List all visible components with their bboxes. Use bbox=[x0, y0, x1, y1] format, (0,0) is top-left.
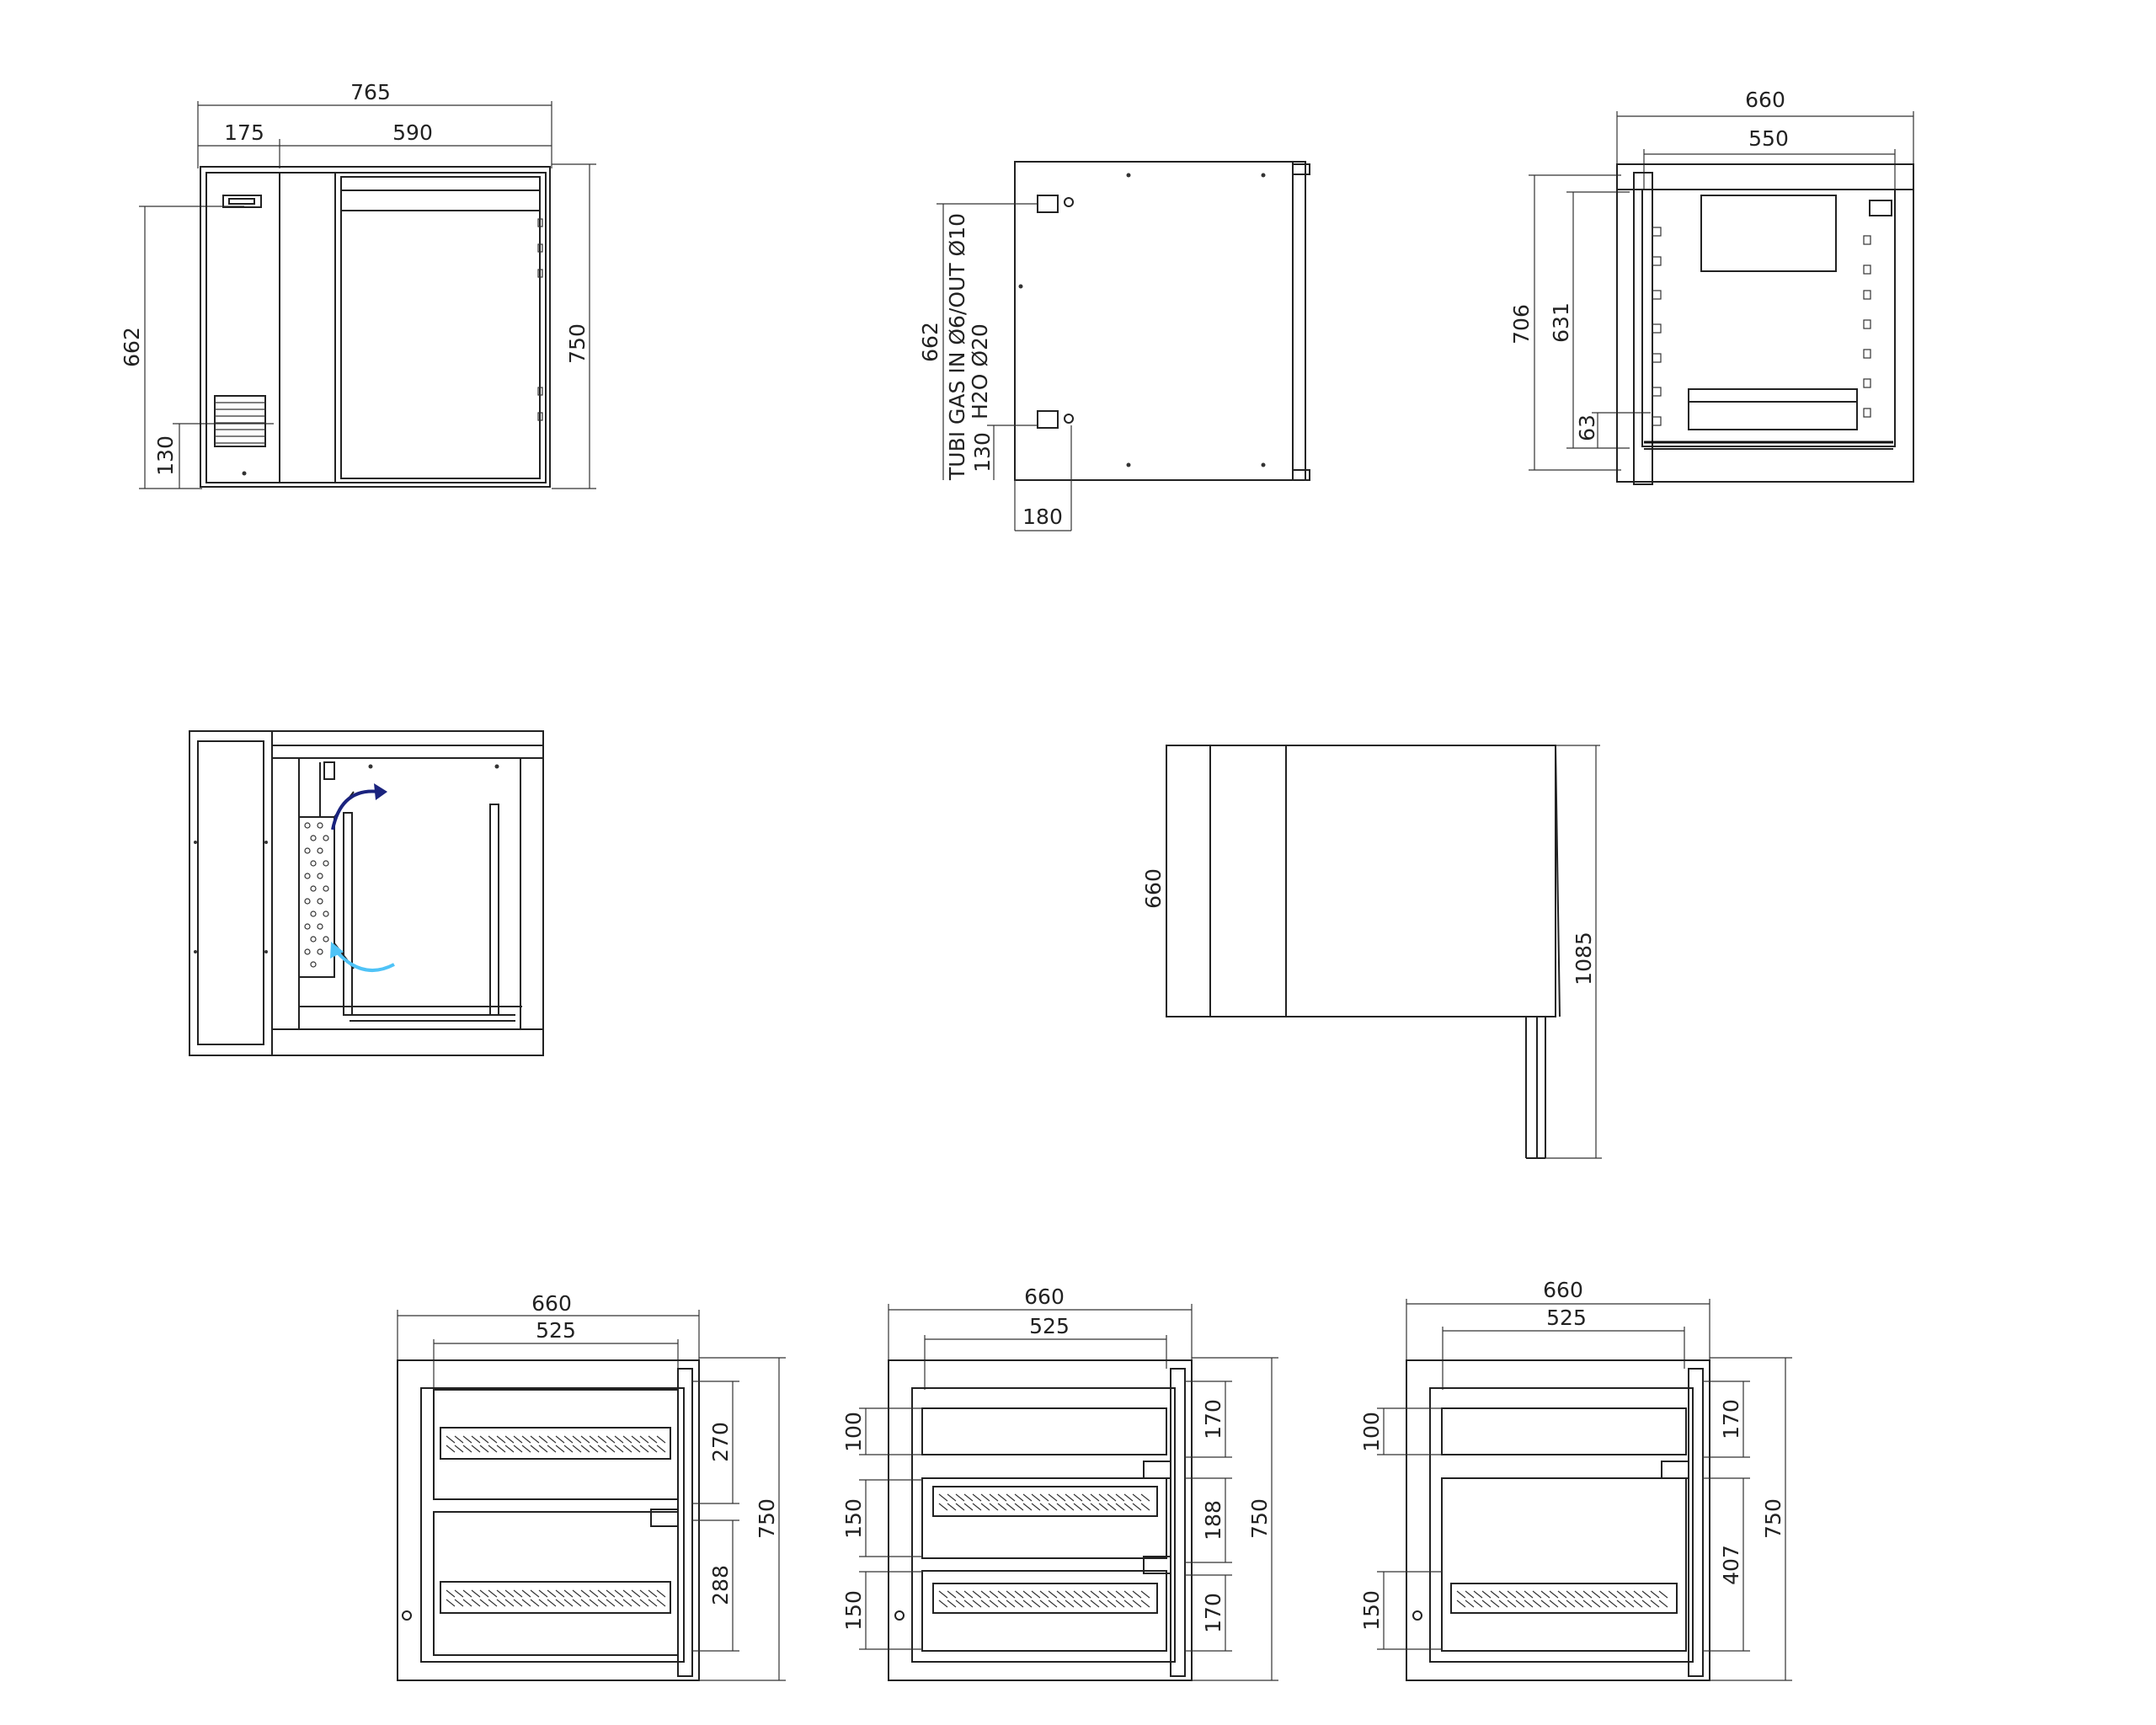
drawer-view-2: 660 525 100 150 150 bbox=[841, 1284, 1278, 1681]
dim-height-total: 750 bbox=[755, 1498, 779, 1539]
dim-pipe-offset: 180 bbox=[1022, 505, 1063, 529]
cool-air-arrow bbox=[334, 948, 395, 972]
dim-height-inner: 631 bbox=[1549, 302, 1573, 343]
dim-drawer-bottom: 288 bbox=[708, 1565, 733, 1605]
dim-width-inner: 525 bbox=[536, 1318, 576, 1343]
dim-height: 662 bbox=[918, 322, 942, 362]
pipe-label-water: H2O Ø20 bbox=[968, 323, 992, 419]
dim-height-grille: 130 bbox=[153, 435, 178, 476]
door-hinge-marks bbox=[537, 218, 543, 421]
section-view: 660 550 706 631 63 bbox=[1509, 88, 1914, 485]
dim-width-left: 175 bbox=[224, 120, 264, 145]
rail-slots-left bbox=[1652, 227, 1662, 426]
dim-depth-1: 100 bbox=[841, 1412, 866, 1452]
vent-slots bbox=[938, 1493, 1150, 1608]
drawer-view-1: 660 525 270 288 750 bbox=[397, 1291, 786, 1681]
dim-width-total: 660 bbox=[1543, 1278, 1583, 1302]
warm-air-arrow bbox=[331, 789, 380, 830]
dim-depth-top: 100 bbox=[1359, 1412, 1384, 1452]
cool-air-arrowhead bbox=[330, 942, 344, 959]
dim-width-inner: 550 bbox=[1748, 126, 1789, 151]
pipe-label-gas: TUBI GAS IN Ø6/OUT Ø10 bbox=[945, 213, 969, 481]
dim-height-total: 706 bbox=[1509, 304, 1534, 344]
warm-air-arrowhead bbox=[374, 783, 387, 800]
vent-slots bbox=[1456, 1590, 1668, 1608]
dim-height-total: 750 bbox=[1761, 1498, 1785, 1539]
side-view: 662 TUBI GAS IN Ø6/OUT Ø10 H2O Ø20 130 1… bbox=[918, 161, 1310, 531]
dim-pipe-height: 130 bbox=[970, 432, 995, 473]
dim-drawer-top: 270 bbox=[708, 1422, 733, 1462]
dim-width-inner: 525 bbox=[1029, 1314, 1070, 1338]
dim-height-inner: 662 bbox=[120, 327, 144, 367]
dim-drawer-3: 170 bbox=[1201, 1593, 1225, 1633]
front-view: 765 175 590 662 130 750 bbox=[120, 80, 596, 489]
dim-width-total: 660 bbox=[1745, 88, 1785, 112]
rail-slots-right bbox=[1863, 235, 1871, 418]
dim-depth: 660 bbox=[1141, 868, 1166, 909]
dim-width-total: 660 bbox=[1024, 1284, 1065, 1309]
drawer-view-3: 660 525 100 150 170 407 bbox=[1359, 1278, 1792, 1681]
dim-width-total: 765 bbox=[350, 80, 391, 104]
dim-height-base: 63 bbox=[1575, 414, 1599, 441]
airflow-section-view bbox=[189, 730, 544, 1056]
perforated-panel bbox=[304, 822, 329, 968]
dim-drawer-bottom: 407 bbox=[1719, 1545, 1743, 1585]
dim-drawer-1: 170 bbox=[1201, 1399, 1225, 1439]
dim-width-total: 660 bbox=[531, 1291, 572, 1316]
dim-depth-open: 1085 bbox=[1572, 932, 1596, 985]
vent-grille bbox=[214, 395, 266, 447]
dim-depth-bottom: 150 bbox=[1359, 1590, 1384, 1631]
dim-depth-2: 150 bbox=[841, 1498, 866, 1539]
dim-drawer-top: 170 bbox=[1719, 1399, 1743, 1439]
vent-slots bbox=[446, 1435, 666, 1607]
dim-drawer-2: 188 bbox=[1201, 1500, 1225, 1541]
dim-depth-3: 150 bbox=[841, 1590, 866, 1631]
top-view: 660 1085 bbox=[1141, 745, 1602, 1159]
dim-width-inner: 525 bbox=[1546, 1306, 1587, 1330]
dim-height-total: 750 bbox=[565, 323, 590, 364]
dim-height-total: 750 bbox=[1247, 1498, 1272, 1539]
dim-width-right: 590 bbox=[392, 120, 433, 145]
